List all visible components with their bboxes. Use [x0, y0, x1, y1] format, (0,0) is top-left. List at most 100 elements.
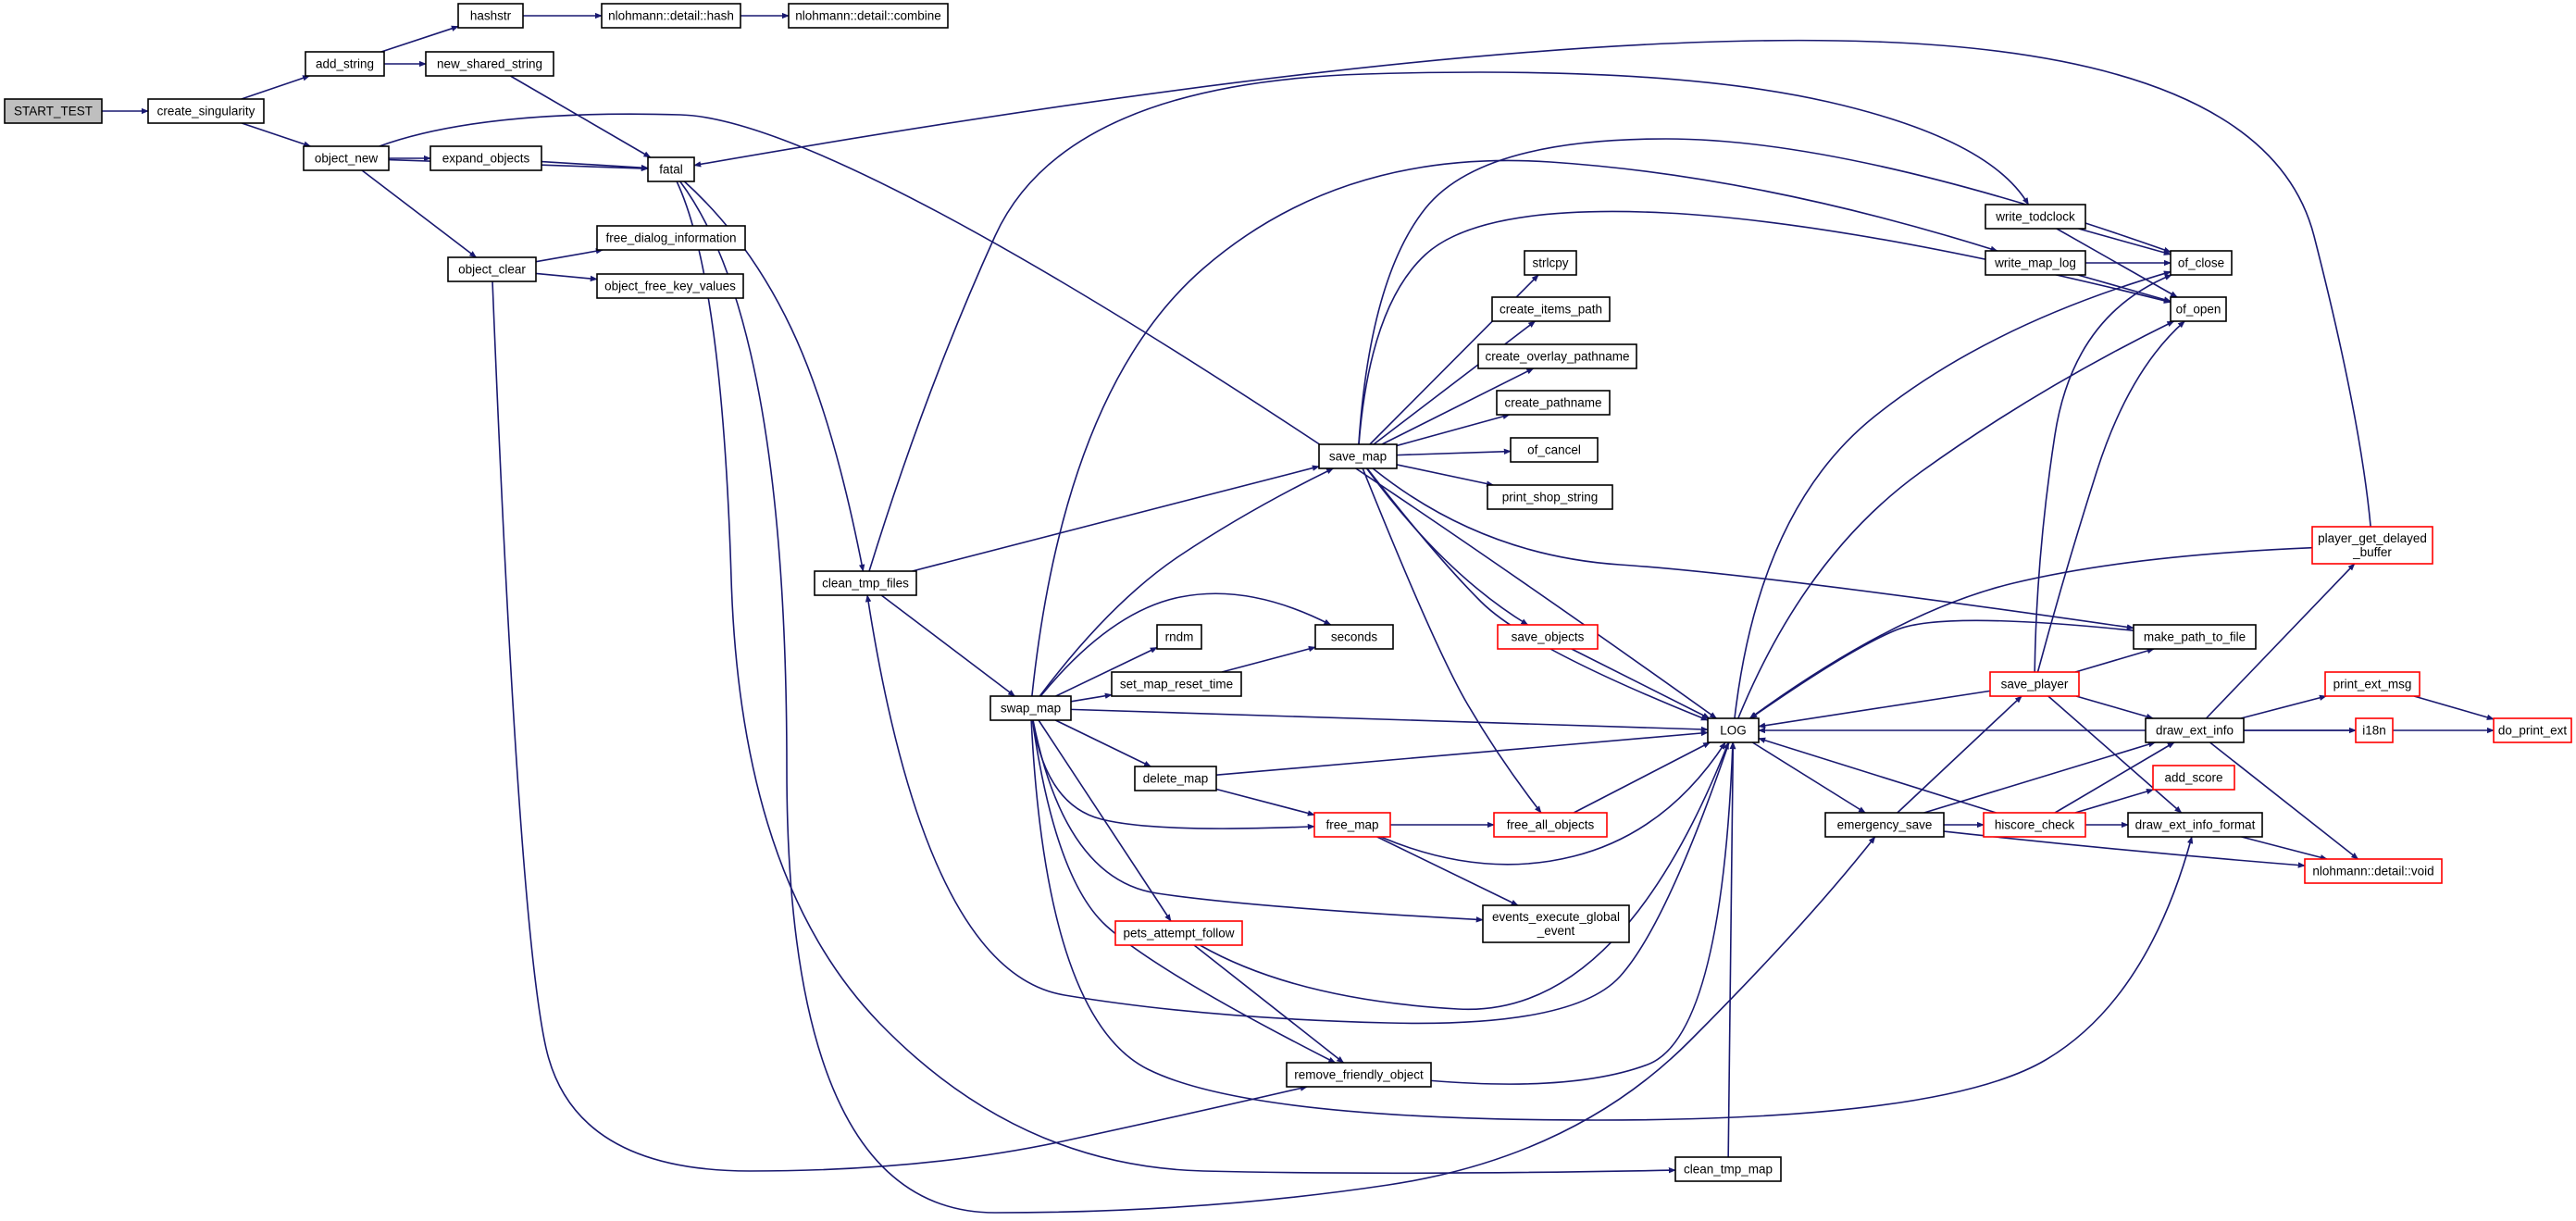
node-label: save_map	[1329, 450, 1387, 464]
node-box	[147, 98, 265, 124]
edge-clean_tmp_files-to-save_map	[912, 465, 1320, 572]
node-nlohmann-combine[interactable]: nlohmann::detail::combine	[788, 3, 949, 29]
node-label: clean_tmp_files	[822, 577, 909, 591]
node-hashstr[interactable]: hashstr	[457, 3, 524, 29]
node-save-map[interactable]: save_map	[1318, 443, 1398, 469]
node-draw-ext-info-format[interactable]: draw_ext_info_format	[2127, 812, 2263, 838]
node-create-singularity[interactable]: create_singularity	[147, 98, 265, 124]
node-label: of_open	[2176, 303, 2221, 317]
node-box	[2170, 296, 2227, 322]
edge-save_map-to-of_close	[1358, 138, 2172, 445]
node-add-score[interactable]: add_score	[2152, 765, 2235, 791]
node-clean-tmp-map[interactable]: clean_tmp_map	[1674, 1156, 1782, 1182]
node-print-ext-msg[interactable]: print_ext_msg	[2324, 671, 2420, 697]
node-create-pathname[interactable]: create_pathname	[1496, 390, 1611, 416]
edge-save_map-to-create_pathname	[1396, 413, 1511, 447]
node-label: seconds	[1331, 630, 1378, 644]
nodes-layer: START_TEST create_singularity add_string ha…	[4, 3, 2572, 1182]
node-box	[1313, 812, 1391, 838]
node-remove-friendly-object[interactable]: remove_friendly_object	[1286, 1062, 1432, 1088]
node-save-player[interactable]: save_player	[1989, 671, 2080, 697]
node-object-free-key-values[interactable]: object_free_key_values	[596, 273, 744, 299]
node-clean-tmp-files[interactable]: clean_tmp_files	[814, 570, 917, 596]
node-events-execute-global-event[interactable]: events_execute_global_event	[1482, 904, 1630, 943]
node-box	[2355, 717, 2394, 743]
edge-expand_objects-to-fatal	[541, 160, 649, 171]
node-free-dialog-information[interactable]: free_dialog_information	[596, 225, 746, 251]
node-box	[2152, 765, 2235, 791]
edge-pets_attempt_follow-to-log	[1199, 741, 1730, 1011]
node-new-shared-string[interactable]: new_shared_string	[425, 51, 554, 77]
node-make-path-to-file[interactable]: make_path_to_file	[2133, 624, 2257, 650]
node-seconds[interactable]: seconds	[1314, 624, 1394, 650]
node-player-get-delayed-buffer[interactable]: player_get_delayed_buffer	[2311, 526, 2433, 565]
node-fatal[interactable]: fatal	[647, 156, 695, 182]
node-box	[2304, 858, 2443, 884]
node-swap-map[interactable]: swap_map	[989, 695, 1072, 721]
node-box	[1524, 250, 1577, 276]
node-label: _event	[1537, 924, 1575, 938]
edge-pets_attempt_follow-to-remove_friendly_object	[1193, 944, 1345, 1064]
node-object-new[interactable]: object_new	[303, 145, 390, 171]
node-start-test[interactable]: START_TEST	[4, 98, 103, 124]
node-create-overlay-pathname[interactable]: create_overlay_pathname	[1477, 343, 1637, 369]
node-free-map[interactable]: free_map	[1313, 812, 1391, 838]
node-expand-objects[interactable]: expand_objects	[429, 145, 542, 171]
node-create-items-path[interactable]: create_items_path	[1491, 296, 1611, 322]
node-i18n[interactable]: i18n	[2355, 717, 2394, 743]
edge-log-to-of_close	[1734, 270, 2172, 719]
node-label: draw_ext_info_format	[2135, 818, 2256, 832]
edge-swap_map-to-events_execute_global_event	[1032, 719, 1484, 923]
node-emergency-save[interactable]: emergency_save	[1824, 812, 1945, 838]
node-label: fatal	[659, 163, 683, 177]
node-box	[429, 145, 542, 171]
node-do-print-ext[interactable]: do_print_ext	[2493, 717, 2572, 743]
node-box	[601, 3, 741, 29]
node-add-string[interactable]: add_string	[305, 51, 385, 77]
node-of-close[interactable]: of_close	[2170, 250, 2233, 276]
node-write-map-log[interactable]: write_map_log	[1985, 250, 2086, 276]
node-of-open[interactable]: of_open	[2170, 296, 2227, 322]
edge-save_map-to-print_shop_string	[1396, 464, 1494, 487]
node-write-todclock[interactable]: write_todclock	[1985, 204, 2086, 230]
node-rndm[interactable]: rndm	[1156, 624, 1202, 650]
edge-swap_map-to-rndm	[1055, 646, 1158, 697]
node-draw-ext-info[interactable]: draw_ext_info	[2145, 717, 2245, 743]
node-label: _buffer	[2352, 545, 2392, 559]
node-strlcpy[interactable]: strlcpy	[1524, 250, 1577, 276]
node-box	[1674, 1156, 1782, 1182]
node-nlohmann-void[interactable]: nlohmann::detail::void	[2304, 858, 2443, 884]
edge-free_map-to-events_execute_global_event	[1376, 836, 1519, 906]
node-box	[814, 570, 917, 596]
node-label: free_all_objects	[1507, 818, 1595, 832]
node-label: remove_friendly_object	[1294, 1068, 1424, 1082]
node-log[interactable]: LOG	[1707, 717, 1760, 743]
node-box	[1985, 250, 2086, 276]
node-box	[989, 695, 1072, 721]
node-box	[457, 3, 524, 29]
edge-hiscore_check-to-log	[1758, 737, 1997, 814]
edge-object_clear-to-remove_friendly_object	[492, 280, 1308, 1172]
node-label: strlcpy	[1532, 256, 1568, 270]
edge-draw_ext_info-to-print_ext_msg	[2240, 694, 2327, 719]
node-free-all-objects[interactable]: free_all_objects	[1493, 812, 1608, 838]
node-label: object_clear	[458, 263, 526, 277]
node-object-clear[interactable]: object_clear	[447, 256, 537, 282]
node-hiscore-check[interactable]: hiscore_check	[1983, 812, 2086, 838]
node-box	[425, 51, 554, 77]
node-print-shop-string[interactable]: print_shop_string	[1487, 484, 1613, 510]
edge-clean_tmp_files-to-swap_map	[880, 594, 1015, 697]
edge-fatal-to-clean_tmp_files	[683, 181, 865, 572]
edge-save_objects-to-log	[1571, 648, 1711, 719]
node-nlohmann-hash[interactable]: nlohmann::detail::hash	[601, 3, 741, 29]
node-set-map-reset-time[interactable]: set_map_reset_time	[1111, 671, 1242, 697]
edge-emergency_save-to-draw_ext_info	[1923, 741, 2157, 814]
node-of-cancel[interactable]: of_cancel	[1510, 437, 1599, 463]
edge-swap_map-to-seconds	[1039, 592, 1332, 697]
node-box	[596, 225, 746, 251]
edge-fatal-to-emergency_save	[679, 181, 1876, 1214]
node-pets-attempt-follow[interactable]: pets_attempt_follow	[1114, 920, 1243, 946]
node-delete-map[interactable]: delete_map	[1134, 766, 1217, 791]
node-save-objects[interactable]: save_objects	[1497, 624, 1599, 650]
